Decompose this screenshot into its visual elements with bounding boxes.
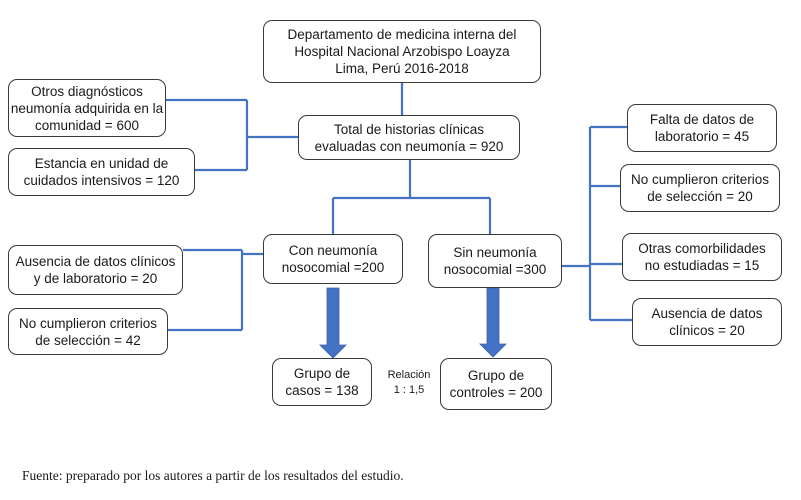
excl-icu-box: Estancia en unidad de cuidados intensivo… bbox=[8, 148, 195, 196]
source-note: Fuente: preparado por los autores a part… bbox=[22, 468, 404, 483]
excl-ctrl-lab-line-1: Falta de datos de bbox=[649, 112, 755, 127]
excl-ctrl-absence-box: Ausencia de datos clínicos = 20 bbox=[632, 298, 782, 346]
excl-case-absence-line-1: Ausencia de datos clínicos bbox=[15, 254, 176, 269]
excl-ctrl-criteria-line-1: No cumplieron criterios bbox=[630, 172, 770, 187]
controls-line-2: controles = 200 bbox=[449, 385, 543, 400]
ratio-label: Relación 1 : 1,5 bbox=[379, 368, 439, 398]
cases-line-2: casos = 138 bbox=[285, 383, 359, 398]
excl-icu-line-2: cuidados intensivos = 120 bbox=[23, 173, 180, 188]
excl-ctrl-lab-line-2: laboratorio = 45 bbox=[654, 129, 750, 144]
department-box: Departamento de medicina interna del Hos… bbox=[263, 20, 541, 83]
excl-other-dx-line-3: comunidad = 600 bbox=[35, 117, 139, 133]
ratio-line-1: Relación bbox=[387, 369, 431, 381]
excl-other-dx-box: Otros diagnósticos neumonía adquirida en… bbox=[8, 79, 166, 137]
excl-other-dx-line-2: neumonía adquirida en la bbox=[10, 100, 164, 116]
excl-case-criteria-line-2: de selección = 42 bbox=[35, 332, 141, 348]
excl-ctrl-comorb-line-2: no estudiadas = 15 bbox=[644, 258, 760, 273]
total-line-1: Total de historias clínicas bbox=[333, 121, 485, 137]
ratio-line-2: 1 : 1,5 bbox=[393, 384, 425, 396]
excl-ctrl-comorb-line-1: Otras comorbilidades bbox=[638, 241, 766, 256]
excl-ctrl-absence-line-1: Ausencia de datos bbox=[651, 306, 763, 321]
with-pneumonia-line-2: nosocomial =200 bbox=[281, 260, 385, 275]
with-pneumonia-line-1: Con neumonía bbox=[288, 243, 378, 258]
controls-box: Grupo de controles = 200 bbox=[440, 358, 552, 410]
with-pneumonia-box: Con neumonía nosocomial =200 bbox=[263, 234, 403, 284]
excl-icu-line-1: Estancia en unidad de bbox=[34, 156, 169, 171]
department-line-1: Departamento de medicina interna del bbox=[287, 27, 517, 42]
controls-line-1: Grupo de bbox=[467, 368, 525, 383]
arrow-to-controls bbox=[479, 287, 507, 358]
without-pneumonia-line-2: nosocomial =300 bbox=[443, 262, 547, 277]
excl-case-absence-line-2: y de laboratorio = 20 bbox=[33, 271, 158, 286]
excl-case-absence-box: Ausencia de datos clínicos y de laborato… bbox=[8, 245, 183, 295]
department-line-2: Hospital Nacional Arzobispo Loayza bbox=[294, 44, 510, 59]
excl-ctrl-comorb-box: Otras comorbilidades no estudiadas = 15 bbox=[622, 233, 782, 281]
excl-ctrl-criteria-box: No cumplieron criterios de selección = 2… bbox=[620, 164, 780, 212]
department-line-3: Lima, Perú 2016-2018 bbox=[335, 61, 469, 76]
excl-ctrl-absence-line-2: clínicos = 20 bbox=[669, 323, 745, 338]
excl-case-criteria-box: No cumplieron criterios de selección = 4… bbox=[8, 308, 168, 355]
without-pneumonia-box: Sin neumonía nosocomial =300 bbox=[428, 234, 562, 288]
total-box: Total de historias clínicas evaluadas co… bbox=[298, 115, 520, 160]
cases-line-1: Grupo de bbox=[293, 366, 351, 381]
excl-ctrl-lab-box: Falta de datos de laboratorio = 45 bbox=[627, 104, 777, 152]
without-pneumonia-line-1: Sin neumonía bbox=[453, 245, 537, 260]
excl-other-dx-line-1: Otros diagnósticos bbox=[31, 83, 143, 99]
arrow-to-cases bbox=[319, 287, 347, 359]
excl-case-criteria-line-1: No cumplieron criterios bbox=[18, 315, 158, 331]
total-line-2: evaluadas con neumonía = 920 bbox=[314, 138, 504, 154]
cases-box: Grupo de casos = 138 bbox=[272, 358, 372, 406]
excl-ctrl-criteria-line-2: de selección = 20 bbox=[647, 189, 753, 204]
